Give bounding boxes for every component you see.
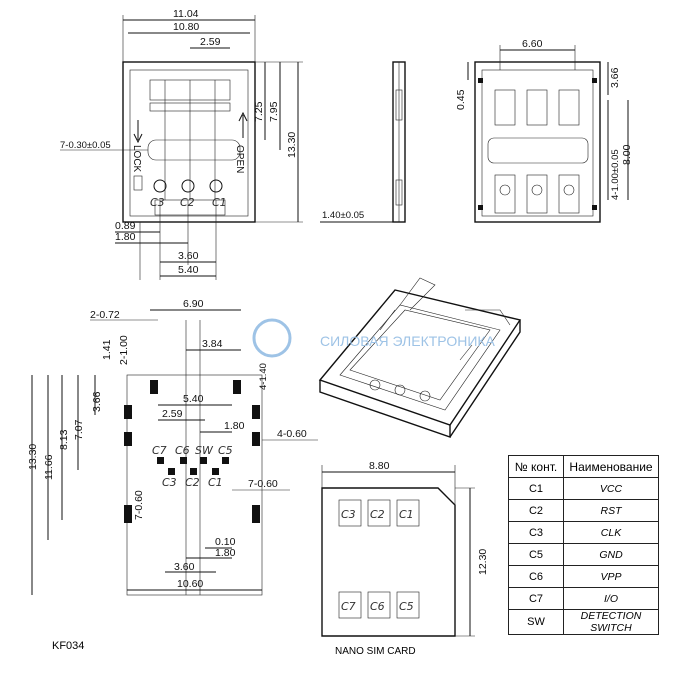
dim-3-60: 3.60	[174, 561, 195, 573]
dim-2-59: 2.59	[200, 36, 221, 48]
contact-cell: C2	[508, 499, 564, 522]
fp-pin-c3: C3	[162, 476, 177, 489]
dim-1-80: 1.80	[115, 231, 136, 243]
fp-pin-c7: C7	[152, 444, 167, 457]
card-contact-c3: C3	[341, 508, 356, 521]
header-contact-no: № конт.	[508, 455, 564, 478]
bottom-view: 6.60 0.45 3.66 4-1.00±0.05 8.00	[455, 38, 633, 223]
fp-pin-c2: C2	[185, 476, 200, 489]
dim-3-60: 3.60	[178, 250, 199, 262]
function-cell: GND	[563, 543, 659, 566]
dim-11-66: 11.66	[43, 454, 55, 480]
top-contact-c3: C3	[150, 196, 165, 209]
dim-13-30: 13.30	[27, 444, 39, 470]
function-cell: RST	[563, 499, 659, 522]
dim-7-0-30: 7-0.30±0.05	[60, 140, 111, 151]
dim-7-0-60-right: 7-0.60	[248, 478, 278, 490]
dim-0-10: 0.10	[215, 536, 236, 548]
function-cell: VCC	[563, 477, 659, 500]
dim-8-13: 8.13	[58, 429, 70, 450]
contact-cell: C3	[508, 521, 564, 544]
dim-10-80: 10.80	[173, 21, 199, 33]
card-contact-c5: C5	[399, 600, 414, 613]
function-cell: VPP	[563, 565, 659, 588]
card-contact-c1: C1	[399, 508, 414, 521]
top-contact-c1: C1	[212, 196, 227, 209]
contact-cell: SW	[508, 609, 564, 635]
dim-6-60: 6.60	[522, 38, 543, 50]
card-contact-c2: C2	[370, 508, 385, 521]
fp-pin-c6: C6	[175, 444, 190, 457]
dim-13-30: 13.30	[286, 132, 298, 158]
card-contact-c6: C6	[370, 600, 385, 613]
contact-cell: C6	[508, 565, 564, 588]
dim-7-0-60-left: 7-0.60	[133, 490, 145, 520]
top-contact-c2: C2	[180, 196, 195, 209]
dim-3-66: 3.66	[91, 391, 103, 412]
fp-pin-sw: SW	[195, 444, 214, 457]
contact-cell: C5	[508, 543, 564, 566]
fp-pin-c1: C1	[208, 476, 223, 489]
dim-8-00: 8.00	[621, 144, 633, 165]
contact-cell: C1	[508, 477, 564, 500]
top-view: LOCK OPEN C3 C2 C1 11.04 10.80 2.59 7.25…	[60, 8, 303, 280]
dim-0-89: 0.89	[115, 220, 136, 232]
lock-text: LOCK	[131, 145, 142, 173]
footprint-view: C7 C6 SW C5 C3 C2 C1 2-0.72 2-1.00 1.41 …	[27, 298, 318, 596]
card-label: NANO SIM CARD	[335, 646, 416, 657]
dim-6-90: 6.90	[183, 298, 204, 310]
dim-1-80-bottom: 1.80	[215, 547, 236, 559]
dim-1-40: 1.40±0.05	[322, 210, 364, 221]
function-cell: I/O	[563, 587, 659, 610]
fp-pin-c5: C5	[218, 444, 233, 457]
dim-3-84: 3.84	[202, 338, 223, 350]
header-name: Наименование	[563, 455, 659, 478]
nano-sim-card: 8.80 12.30 C3 C2 C1 C7 C6 C5	[321, 460, 489, 637]
contact-cell: C7	[508, 587, 564, 610]
dim-4-1-40: 4-1.40	[258, 363, 269, 390]
dim-10-60: 10.60	[177, 578, 203, 590]
watermark-icon	[252, 318, 292, 358]
dim-1-41: 1.41	[101, 339, 113, 360]
dim-0-45: 0.45	[455, 89, 467, 110]
dim-7-07: 7.07	[73, 419, 85, 440]
dim-1-80-top: 1.80	[224, 420, 245, 432]
open-text: OPEN	[234, 145, 245, 173]
isometric-view	[318, 277, 522, 438]
function-cell: CLK	[563, 521, 659, 544]
card-dim-12-30: 12.30	[477, 549, 489, 575]
card-contact-c7: C7	[341, 600, 356, 613]
dim-4-0-60: 4-0.60	[277, 428, 307, 440]
dim-2-1-00: 2-1.00	[118, 335, 130, 365]
pin-table-header: № конт. Наименование	[508, 455, 659, 478]
part-code: KF034	[52, 640, 85, 652]
dim-5-40: 5.40	[178, 264, 199, 276]
function-cell: DETECTION SWITCH	[563, 609, 659, 635]
card-dim-8-80: 8.80	[369, 460, 390, 472]
dim-7-95: 7.95	[268, 101, 280, 122]
side-view: 1.40±0.05	[320, 61, 406, 223]
dim-11-04: 11.04	[173, 8, 199, 20]
dim-4-1-00: 4-1.00±0.05	[610, 149, 621, 200]
dim-3-66: 3.66	[609, 67, 621, 88]
dim-7-25: 7.25	[253, 101, 265, 122]
dim-2-0-72: 2-0.72	[90, 309, 120, 321]
dim-5-40: 5.40	[183, 393, 204, 405]
watermark: СИЛОВАЯ ЭЛЕКТРОНИКА	[320, 333, 496, 349]
dim-2-59: 2.59	[162, 408, 183, 420]
